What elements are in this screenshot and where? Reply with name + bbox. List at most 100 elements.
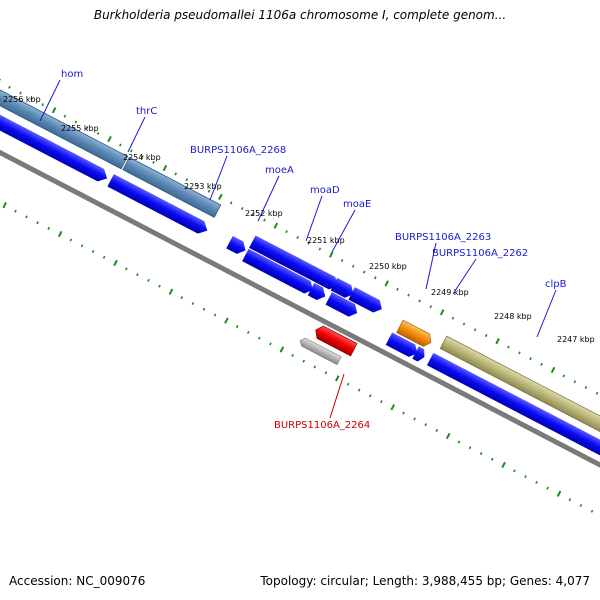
minor-tick-mark (435, 428, 439, 432)
minor-tick-mark (85, 126, 89, 130)
minor-tick-mark (462, 322, 466, 326)
minor-tick-mark (584, 385, 588, 390)
minor-tick-mark (285, 230, 288, 234)
cds-feature-moeA-upper[interactable] (249, 235, 341, 292)
minor-tick-mark (25, 215, 28, 219)
trna-feature-BURPS1106A_2263[interactable] (396, 319, 435, 349)
minor-tick-mark (252, 212, 255, 216)
cds-feature-moaE-lower[interactable] (325, 292, 361, 319)
minor-tick-mark (19, 91, 22, 95)
cds-feature-BURPS1106A_2263[interactable] (385, 332, 421, 359)
major-tick-mark (57, 230, 63, 238)
major-tick-mark (550, 366, 556, 374)
major-tick-mark (2, 202, 7, 209)
cds-feature-moaD-lower[interactable] (307, 282, 329, 303)
cds-feature-BURPS1106A_2262[interactable] (412, 346, 427, 363)
major-tick-mark (273, 222, 279, 229)
minor-tick-mark (351, 264, 355, 268)
cds-feature-BURPS1106A_2268[interactable] (226, 235, 248, 257)
major-tick-mark (168, 288, 174, 295)
map-title: Burkholderia pseudomallei 1106a chromoso… (93, 8, 507, 22)
cds-feature-clpB[interactable] (426, 352, 600, 467)
minor-tick-mark (8, 85, 11, 89)
label-leaders (39, 79, 557, 419)
major-tick-mark (445, 432, 451, 440)
minor-tick-mark (540, 362, 543, 366)
gene-label-BURPS1106A_2264[interactable]: BURPS1106A_2264 (274, 420, 370, 431)
rna-feature-hom[interactable] (0, 86, 129, 170)
minor-tick-mark (263, 218, 266, 222)
minor-tick-mark (340, 258, 344, 263)
gene-label-moeA[interactable]: moeA (265, 165, 294, 176)
minor-tick-mark (413, 417, 416, 421)
tick-label: 2248 kbp (494, 312, 532, 321)
tick-label: 2251 kbp (307, 236, 345, 245)
tick-label: 2249 kbp (431, 288, 469, 297)
tick-label: 2252 kbp (245, 209, 283, 218)
tick-labels: 2256 kbp 2255 kbp 2254 kbp 2253 kbp 2252… (3, 95, 595, 344)
accession-text: Accession: NC_009076 (9, 574, 146, 588)
minor-tick-mark (590, 509, 594, 513)
gene-label-moaE[interactable]: moaE (343, 199, 371, 210)
minor-tick-mark (562, 374, 566, 378)
gene-label-clpB[interactable]: clpB (545, 279, 567, 290)
minor-tick-mark (196, 183, 200, 188)
cds-feature-moaD[interactable] (330, 277, 357, 301)
genome-stats-text: Topology: circular; Length: 3,988,455 bp… (260, 574, 590, 588)
minor-tick-mark (346, 382, 350, 386)
gene-label-BURPS1106A_2268[interactable]: BURPS1106A_2268 (190, 145, 286, 156)
cds-feature-moaE[interactable] (348, 287, 385, 315)
minor-tick-mark (152, 160, 155, 164)
cds-feature-hom[interactable] (0, 106, 110, 185)
gene-label-BURPS1106A_2262[interactable]: BURPS1106A_2262 (432, 248, 528, 259)
major-tick-mark (279, 346, 285, 353)
minor-tick-mark (80, 244, 84, 248)
highlight-feature-BURPS1106A_2264[interactable] (313, 324, 358, 357)
minor-tick-mark (513, 469, 516, 473)
minor-tick-mark (30, 97, 33, 101)
cds-feature-moeA-lower[interactable] (242, 248, 316, 297)
minor-tick-mark (357, 388, 361, 392)
major-tick-mark (501, 461, 506, 469)
minor-tick-mark (125, 267, 128, 271)
minor-tick-mark (74, 120, 78, 124)
major-tick-mark (329, 251, 334, 258)
major-tick-mark (218, 193, 223, 200)
minor-tick-mark (451, 316, 455, 320)
tick-label: 2254 kbp (123, 153, 161, 162)
reverse-feature-grey[interactable] (298, 336, 342, 366)
minor-tick-mark (324, 371, 328, 375)
minor-tick-mark (507, 345, 510, 349)
minor-tick-mark (313, 365, 317, 369)
backbone-line (0, 106, 600, 499)
rna-feature-thrC[interactable] (122, 156, 222, 218)
gene-label-hom[interactable]: hom (61, 69, 83, 80)
forward-tick-row (0, 78, 599, 395)
gene-labels: hom thrC BURPS1106A_2268 moeA moaD moaE … (61, 69, 567, 431)
major-tick-mark (556, 490, 562, 497)
minor-tick-mark (490, 457, 494, 461)
minor-tick-mark (296, 235, 300, 239)
major-tick-mark (390, 404, 396, 411)
major-tick-mark (224, 317, 229, 324)
gene-label-moaD[interactable]: moaD (310, 185, 340, 196)
minor-tick-mark (102, 255, 106, 259)
tick-label: 2256 kbp (3, 95, 41, 104)
cds-feature-thrC[interactable] (107, 174, 210, 237)
minor-tick-mark (14, 209, 17, 213)
minor-tick-mark (291, 353, 294, 357)
major-tick-mark (384, 280, 389, 287)
minor-tick-mark (402, 411, 405, 415)
gene-label-BURPS1106A_2263[interactable]: BURPS1106A_2263 (395, 232, 491, 243)
minor-tick-mark (118, 143, 122, 147)
minor-tick-mark (158, 284, 161, 288)
minor-tick-mark (418, 299, 421, 303)
minor-tick-mark (479, 452, 483, 456)
gene-label-thrC[interactable]: thrC (136, 106, 157, 117)
minor-tick-mark (69, 238, 73, 242)
pseudo-feature-clpB[interactable] (439, 335, 600, 442)
minor-tick-mark (36, 221, 39, 225)
minor-tick-mark (484, 334, 488, 338)
reverse-tick-row (2, 202, 594, 513)
